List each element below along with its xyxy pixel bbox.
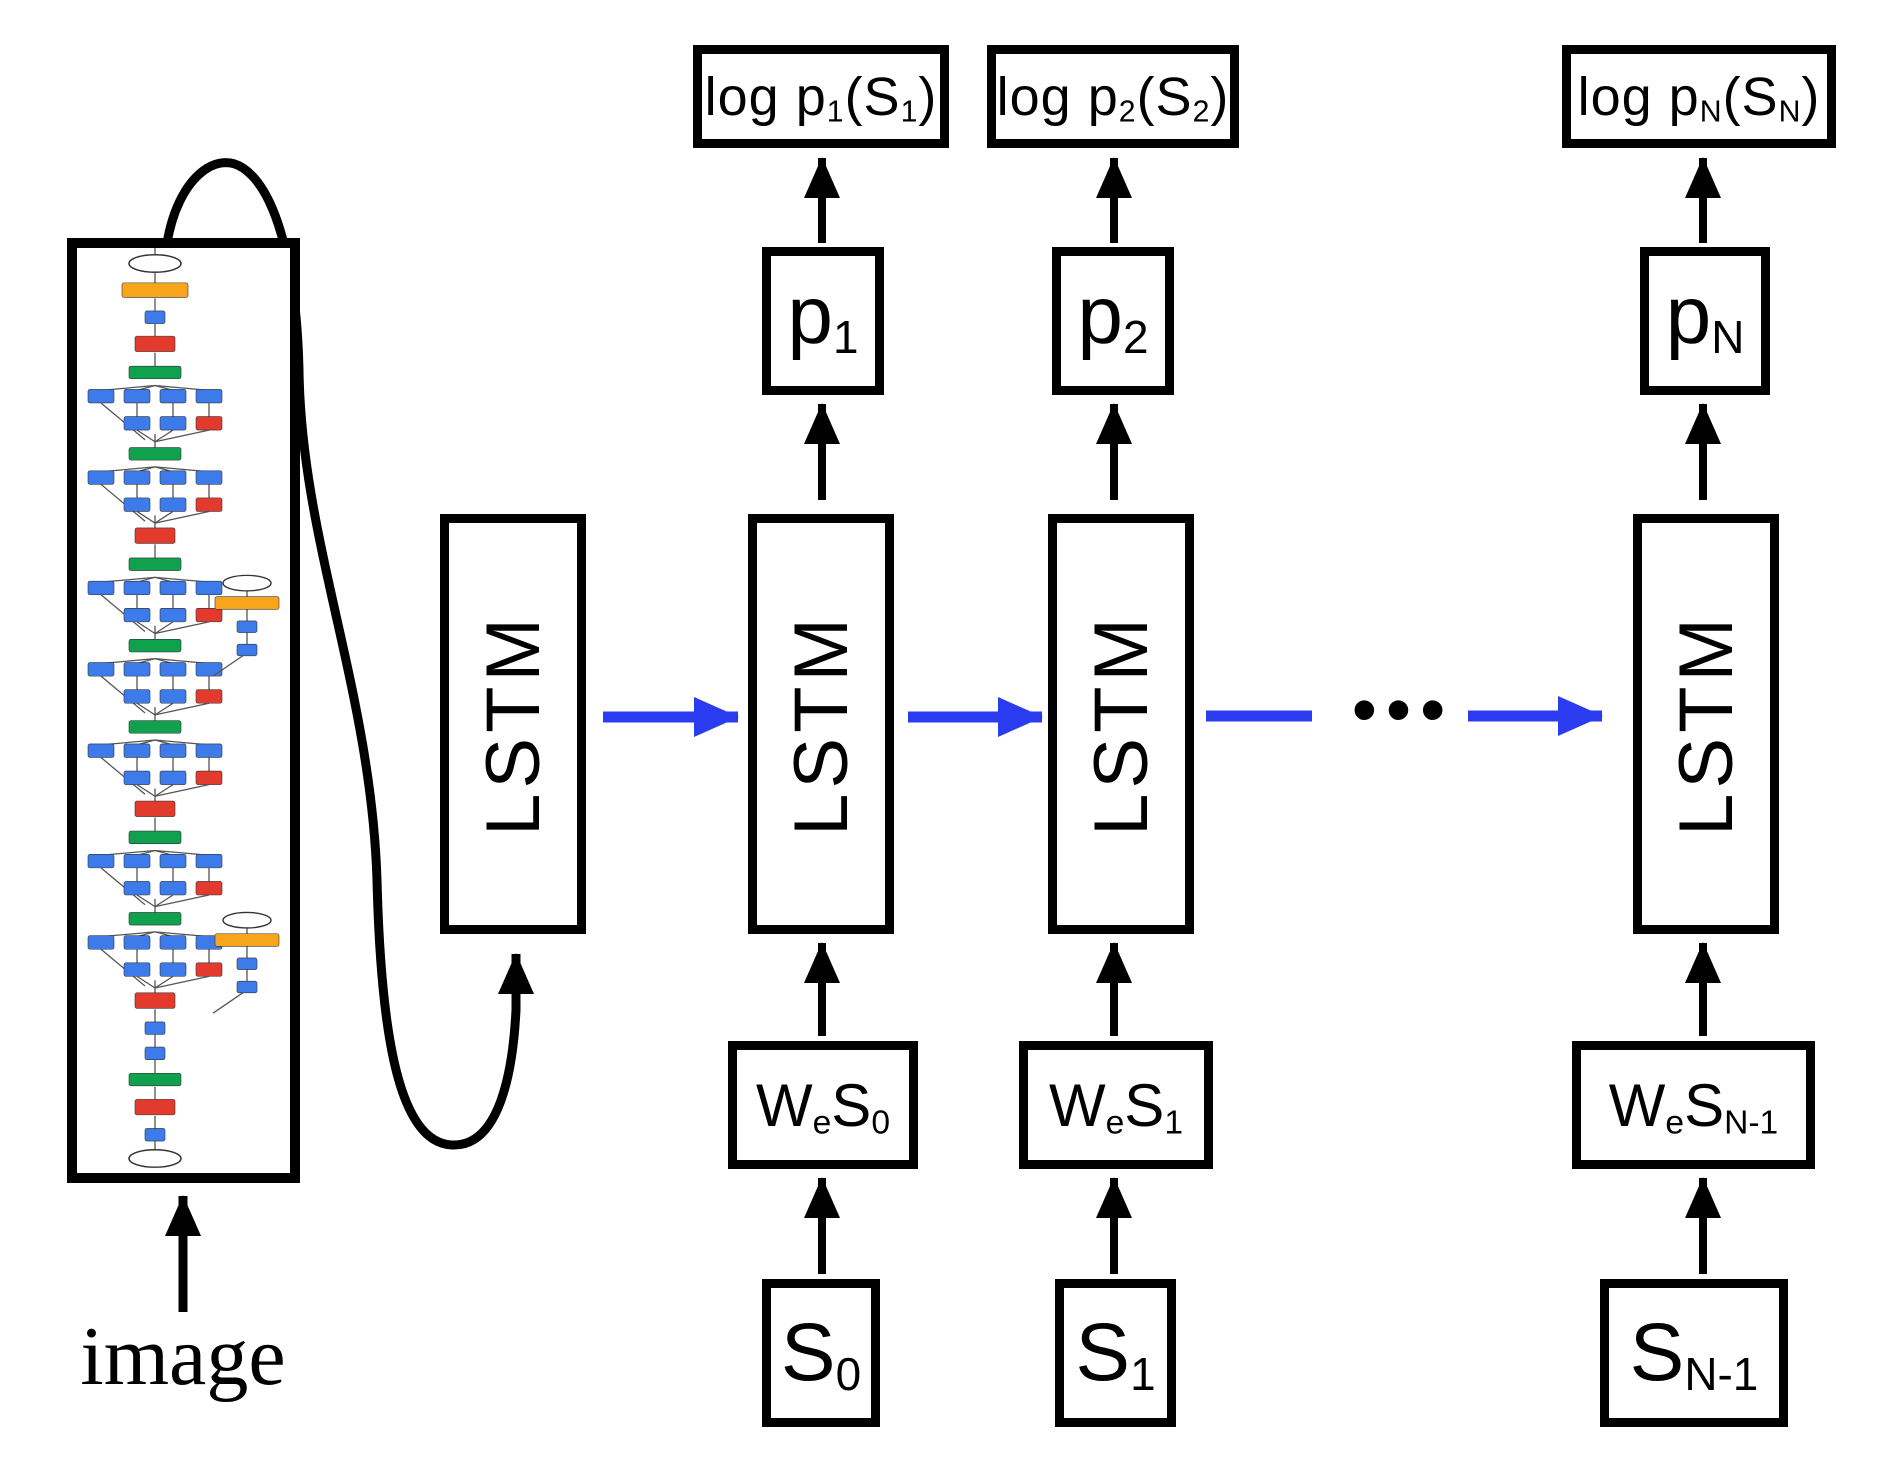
word-input-label: SN-1 (1629, 1307, 1759, 1401)
lstm-label: LSTM (778, 612, 864, 836)
word-embedding-box-0: WeS0 (728, 1041, 918, 1169)
lstm-box-1: LSTM (748, 514, 894, 934)
word-input-label: S1 (1075, 1307, 1156, 1401)
image-label: image (80, 1310, 286, 1403)
log-prob-label: log p2(S2) (996, 66, 1230, 129)
lstm-label: LSTM (470, 612, 556, 836)
cnn-box (67, 238, 300, 1183)
ellipsis-dots: ••• (1351, 670, 1455, 750)
lstm-label: LSTM (1663, 612, 1749, 836)
softmax-label: p2 (1077, 270, 1149, 364)
word-input-box-n: SN-1 (1600, 1279, 1788, 1427)
word-embedding-box-n: WeSN-1 (1572, 1041, 1815, 1169)
word-embedding-label: WeS1 (1048, 1071, 1184, 1141)
word-input-box-0: S0 (762, 1279, 880, 1427)
softmax-label: pN (1665, 270, 1745, 364)
lstm-box-2: LSTM (1048, 514, 1194, 934)
word-embedding-box-1: WeS1 (1019, 1041, 1213, 1169)
softmax-box-n: pN (1640, 247, 1770, 395)
word-input-box-1: S1 (1055, 1279, 1176, 1427)
lstm-box-n: LSTM (1633, 514, 1779, 934)
log-prob-label: log p1(S1) (704, 66, 938, 129)
softmax-box-1: p1 (762, 247, 884, 395)
log-prob-box-2: log p2(S2) (987, 45, 1239, 148)
word-input-label: S0 (780, 1307, 862, 1401)
softmax-label: p1 (787, 270, 859, 364)
softmax-box-2: p2 (1052, 247, 1174, 395)
log-prob-box-1: log p1(S1) (693, 45, 949, 148)
lstm-label: LSTM (1078, 612, 1164, 836)
lstm-box-0: LSTM (440, 514, 586, 934)
word-embedding-label: WeS0 (755, 1071, 891, 1141)
word-embedding-label: WeSN-1 (1608, 1071, 1779, 1141)
log-prob-box-n: log pN(SN) (1562, 45, 1836, 148)
cnn-graph (87, 248, 280, 1168)
log-prob-label: log pN(SN) (1577, 66, 1821, 129)
